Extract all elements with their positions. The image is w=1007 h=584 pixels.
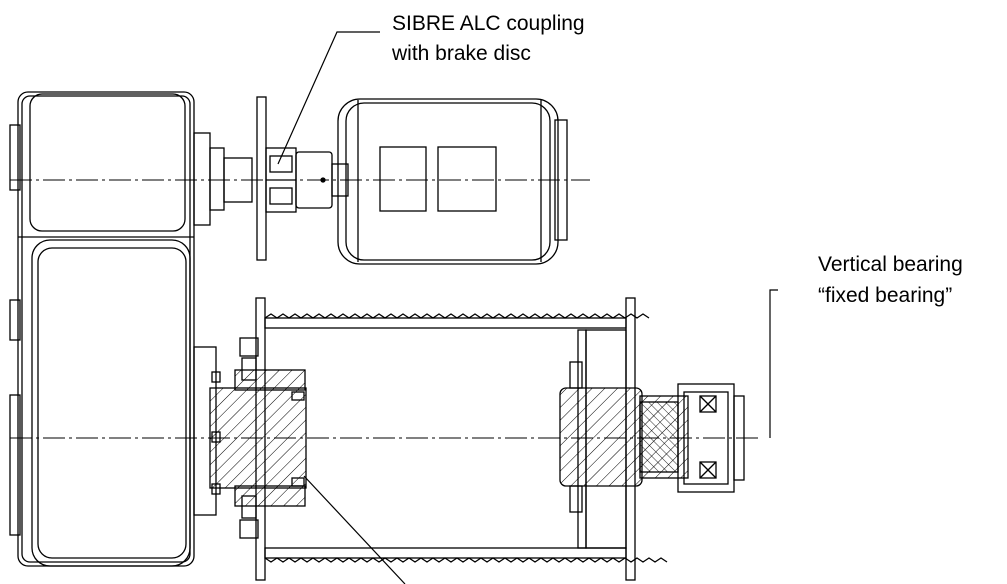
coupling-label-line2: with brake disc (391, 42, 531, 65)
bearing-label-line1: Vertical bearing (818, 253, 963, 276)
bearing-label-line2: “fixed bearing” (818, 284, 952, 307)
centre-lines (10, 179, 760, 439)
coupling-label-line1: SIBRE ALC coupling (392, 12, 585, 35)
electric-motor (337, 98, 568, 265)
gearbox-housing (9, 91, 195, 567)
leader-lines (277, 31, 778, 584)
drum-shaft-right (559, 361, 689, 513)
brake-disc (256, 96, 267, 261)
gearbox-output-flange (193, 132, 253, 226)
